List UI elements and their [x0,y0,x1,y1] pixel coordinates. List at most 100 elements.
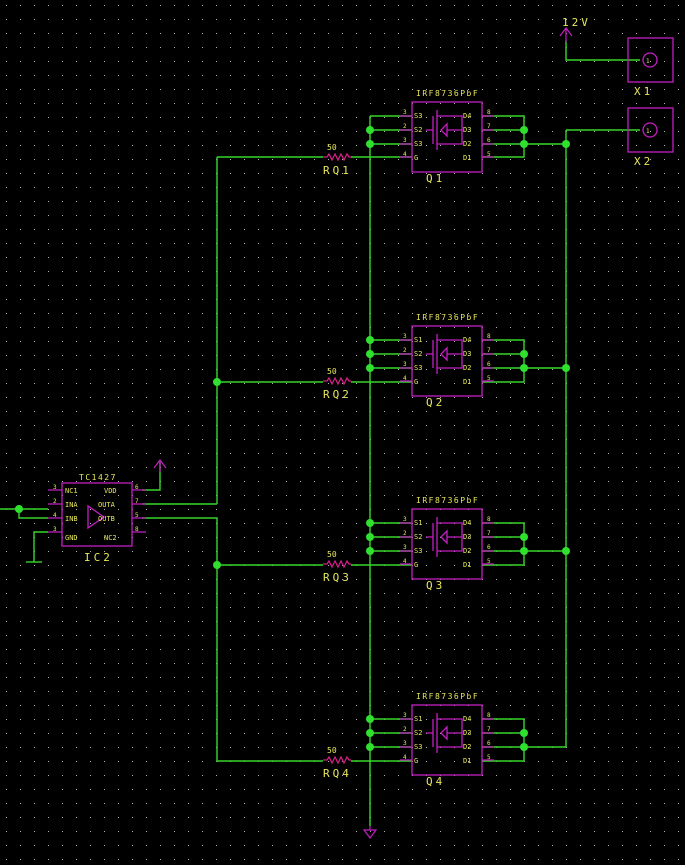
grid [6,5,679,860]
mosfet-pin-name: D1 [463,757,471,765]
mosfet-symbol [426,517,463,557]
mosfet-pin-num: 2 [403,530,407,537]
driver-pin-num: 7 [135,498,139,505]
driver-pin-num: 3 [53,484,57,491]
mosfet-pin-name: S1 [414,519,422,527]
supply-12v-symbol: 12V [559,16,588,42]
mosfet-pin-num: 8 [487,333,491,340]
mosfet-pin-name: S1 [414,336,422,344]
driver-pin-num: 6 [135,484,139,491]
gate-resistor[interactable] [323,755,351,765]
mosfet-pin-num: 7 [487,530,491,537]
mosfet-pin-num: 5 [487,151,491,158]
mosfet-pin-name: S3 [414,140,422,148]
mosfet-pin-num: 5 [487,754,491,761]
mosfet-pin-num: 3 [403,712,407,719]
mosfet-pin-name: D3 [463,729,471,737]
mosfet-pin-num: 2 [403,726,407,733]
driver-pin-num: 2 [53,498,57,505]
driver-pin-name: OUTB [98,515,115,523]
mosfet-pin-name: S2 [414,350,422,358]
mosfet-part: IRF8736PbF [416,496,479,505]
driver-pin-num: 5 [135,512,139,519]
mosfet-pin-num: 2 [403,123,407,130]
mosfet-pin-name: D4 [463,336,471,344]
driver-pin-num: 3 [53,526,57,533]
mosfet-pin-num: 3 [403,361,407,368]
driver-pin-name: GND [65,534,78,542]
mosfet-body[interactable] [411,704,483,776]
mosfet-pin-name: G [414,757,418,765]
connector-x1-pin: 1 [646,58,650,65]
mosfet-pin-num: 6 [487,740,491,747]
mosfet-part: IRF8736PbF [416,313,479,322]
resistor-value: 50 [327,143,337,152]
mosfet-pin-num: 2 [403,347,407,354]
mosfet-pin-num: 4 [403,375,407,382]
mosfet-pin-name: D1 [463,561,471,569]
driver-part: TC1427 [79,473,117,482]
driver-ic[interactable]: TC1427 IC2 3 2 4 3 6 7 5 8 NC1 INA INB G… [48,473,146,564]
connector-x2[interactable]: 1 X2 [627,107,674,168]
ground-symbol [362,826,378,839]
mosfet-part: IRF8736PbF [416,692,479,701]
driver-pin-name: NC1 [65,487,78,495]
mosfet-ref: Q3 [426,579,445,592]
gate-resistor[interactable] [323,152,351,162]
mosfet-pin-name: D1 [463,378,471,386]
mosfet-pin-name: S3 [414,112,422,120]
mosfet-part: IRF8736PbF [416,89,479,98]
mosfet-pin-num: 5 [487,558,491,565]
mosfet-pin-name: G [414,378,418,386]
mosfet-pin-name: D4 [463,519,471,527]
gate-resistor[interactable] [323,376,351,386]
mosfet-pin-name: D3 [463,350,471,358]
mosfet-body[interactable] [411,101,483,173]
mosfet-pin-num: 5 [487,375,491,382]
mosfet-symbol [426,334,463,374]
resistor-value: 50 [327,367,337,376]
driver-pin-name: INA [65,501,78,509]
vdd-arrow-symbol [153,459,167,472]
resistor-ref: RQ2 [323,388,352,401]
mosfet-pin-num: 4 [403,754,407,761]
mosfet-body[interactable] [411,325,483,397]
mosfet-pin-name: S2 [414,533,422,541]
mosfet-symbol [426,110,463,150]
mosfet-pin-num: 4 [403,151,407,158]
connector-x2-pin: 1 [646,128,650,135]
gate-resistor[interactable] [323,559,351,569]
mosfet-pin-num: 7 [487,726,491,733]
mosfet-pin-num: 3 [403,137,407,144]
driver-ref: IC2 [84,551,113,564]
resistor-value: 50 [327,746,337,755]
mosfet-pin-name: S1 [414,715,422,723]
resistor-ref: RQ4 [323,767,352,780]
resistor-value: 50 [327,550,337,559]
driver-pin-name: VDD [104,487,117,495]
mosfet-body[interactable] [411,508,483,580]
driver-pin-name: INB [65,515,78,523]
mosfet-ref: Q4 [426,775,445,788]
mosfet-pin-name: D1 [463,154,471,162]
mosfet-ref: Q1 [426,172,445,185]
mosfet-pin-name: D4 [463,715,471,723]
driver-pin-name: OUTA [98,501,116,509]
mosfet-pin-name: G [414,154,418,162]
driver-pin-num: 4 [53,512,57,519]
mosfet-pin-num: 6 [487,137,491,144]
mosfet-pin-num: 8 [487,712,491,719]
mosfet-pin-name: D2 [463,743,471,751]
connector-x2-ref: X2 [634,155,653,168]
mosfet-pin-num: 4 [403,558,407,565]
wires [0,40,640,826]
resistor-ref: RQ1 [323,164,352,177]
connector-x1[interactable]: 1 X1 [627,37,674,98]
mosfet-pin-name: D2 [463,140,471,148]
